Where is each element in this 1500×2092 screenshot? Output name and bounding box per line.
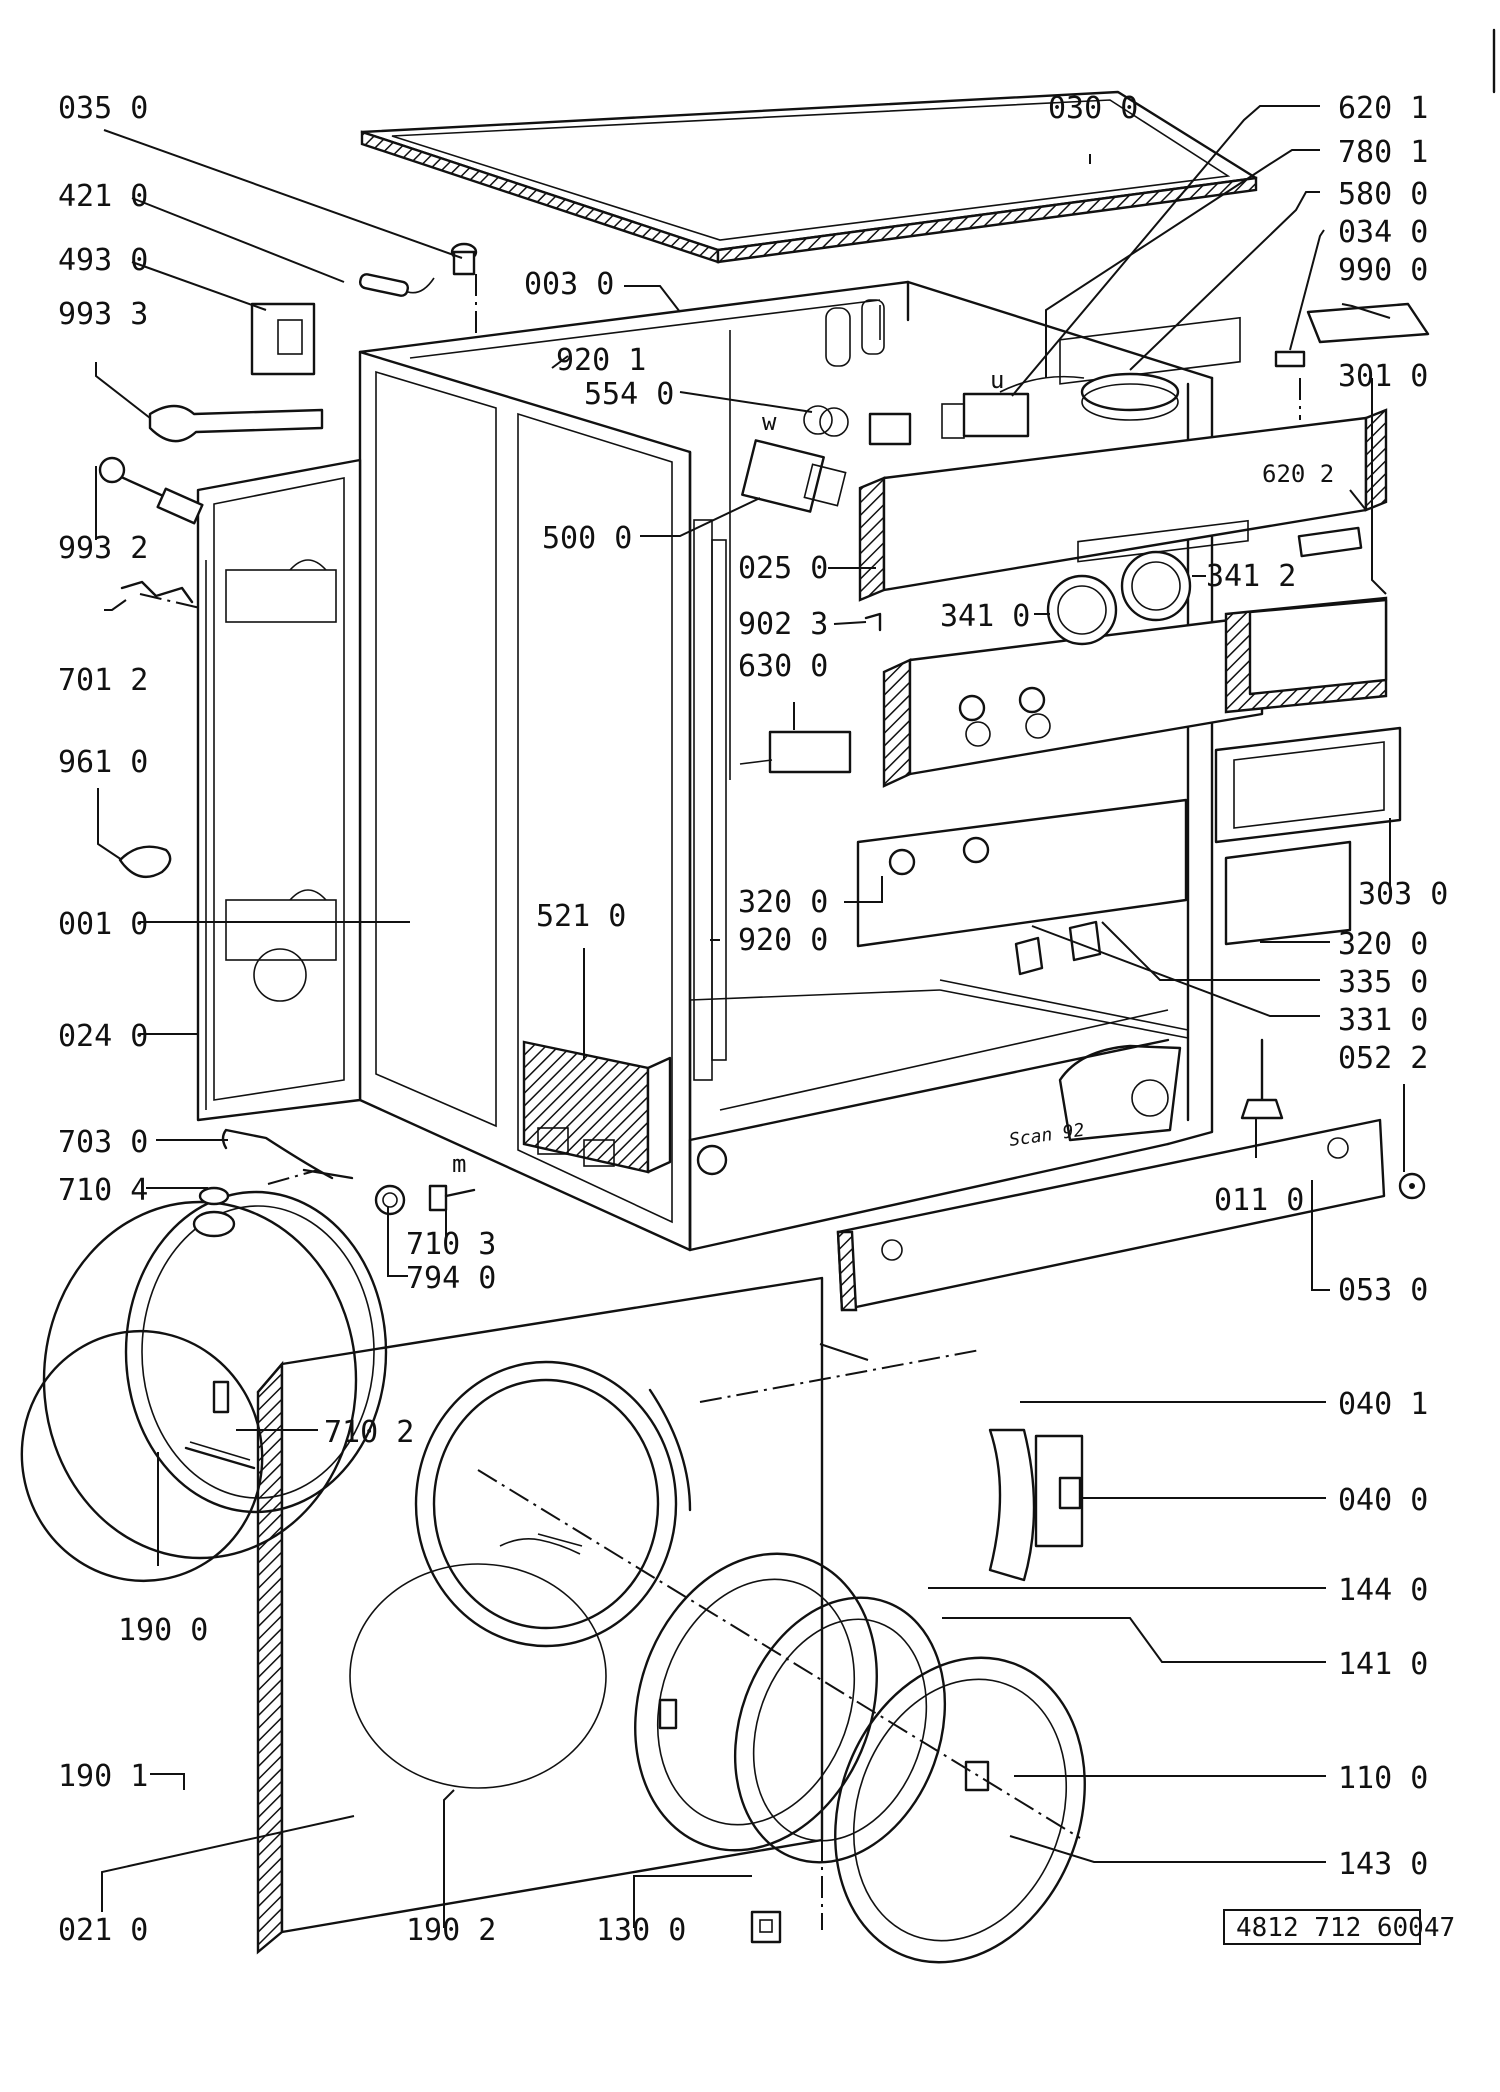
part-label: 630 0 <box>738 649 828 684</box>
control-panel <box>856 302 1430 976</box>
part-label: 794 0 <box>406 1261 496 1296</box>
drum-assembly <box>20 1190 388 1583</box>
door-hinge <box>988 1428 1084 1582</box>
part-label: 620 1 <box>1338 91 1428 126</box>
part-label: 040 1 <box>1338 1387 1428 1422</box>
svg-text:Scan 92: Scan 92 <box>1008 1120 1086 1151</box>
part-label: 902 3 <box>738 607 828 642</box>
part-label: 141 0 <box>1338 1647 1428 1682</box>
part-label: 710 2 <box>324 1415 414 1450</box>
part-label: 130 0 <box>596 1913 686 1948</box>
left-side-panel <box>196 458 362 1122</box>
part-label: 030 0 <box>1048 91 1138 126</box>
drawing-reference: 4812 712 60047 <box>1223 1909 1455 1945</box>
part-label: 710 3 <box>406 1227 496 1262</box>
part-label: 341 0 <box>940 599 1030 634</box>
part-label: 493 0 <box>58 243 148 278</box>
part-label: 500 0 <box>542 521 632 556</box>
axis-lines <box>139 274 1301 1930</box>
part-label: 335 0 <box>1338 965 1428 1000</box>
part-label: 993 3 <box>58 297 148 332</box>
part-label: 024 0 <box>58 1019 148 1054</box>
part-label: 040 0 <box>1338 1483 1428 1518</box>
part-label: 421 0 <box>58 179 148 214</box>
part-label: 011 0 <box>1214 1183 1304 1218</box>
internal-components <box>98 242 1363 1547</box>
part-label: 143 0 <box>1338 1847 1428 1882</box>
part-label: 320 0 <box>1338 927 1428 962</box>
door-seal <box>349 1360 692 1789</box>
part-label: 053 0 <box>1338 1273 1428 1308</box>
part-label: 993 2 <box>58 531 148 566</box>
part-label: 710 4 <box>58 1173 148 1208</box>
part-label: 025 0 <box>738 551 828 586</box>
leader-lines <box>95 105 1405 1928</box>
part-label: 190 1 <box>58 1759 148 1794</box>
part-label: 620 2 <box>1262 460 1334 488</box>
part-label: 703 0 <box>58 1125 148 1160</box>
part-label: 920 1 <box>556 343 646 378</box>
part-label: 001 0 <box>58 907 148 942</box>
part-label: 341 2 <box>1206 559 1296 594</box>
part-label: 990 0 <box>1338 253 1428 288</box>
part-label: 580 0 <box>1338 177 1428 212</box>
part-label: 003 0 <box>524 267 614 302</box>
part-labels: 035 0 421 0 493 0 993 3 993 2 701 2 961 … <box>58 91 1448 1948</box>
part-label: 331 0 <box>1338 1003 1428 1038</box>
part-label: 021 0 <box>58 1913 148 1948</box>
part-label: 190 2 <box>406 1913 496 1948</box>
part-label: 521 0 <box>536 899 626 934</box>
part-label: 052 2 <box>1338 1041 1428 1076</box>
part-label: 320 0 <box>738 885 828 920</box>
drawing-reference-number: 4812 712 60047 <box>1236 1913 1455 1943</box>
part-label: 190 0 <box>118 1613 208 1648</box>
door-catch <box>750 1910 782 1944</box>
part-label: 303 0 <box>1358 877 1448 912</box>
letter-u: u <box>990 366 1004 394</box>
part-label: 780 1 <box>1338 135 1428 170</box>
part-label: 301 0 <box>1338 359 1428 394</box>
part-label: 961 0 <box>58 745 148 780</box>
part-label: 554 0 <box>584 377 674 412</box>
letter-w: w <box>762 408 777 436</box>
letter-m: m <box>452 1150 466 1178</box>
part-label: 701 2 <box>58 663 148 698</box>
part-label: 035 0 <box>58 91 148 126</box>
part-label: 144 0 <box>1338 1573 1428 1608</box>
part-label: 920 0 <box>738 923 828 958</box>
top-lid <box>360 90 1258 264</box>
part-label: 110 0 <box>1338 1761 1428 1796</box>
part-label: 034 0 <box>1338 215 1428 250</box>
